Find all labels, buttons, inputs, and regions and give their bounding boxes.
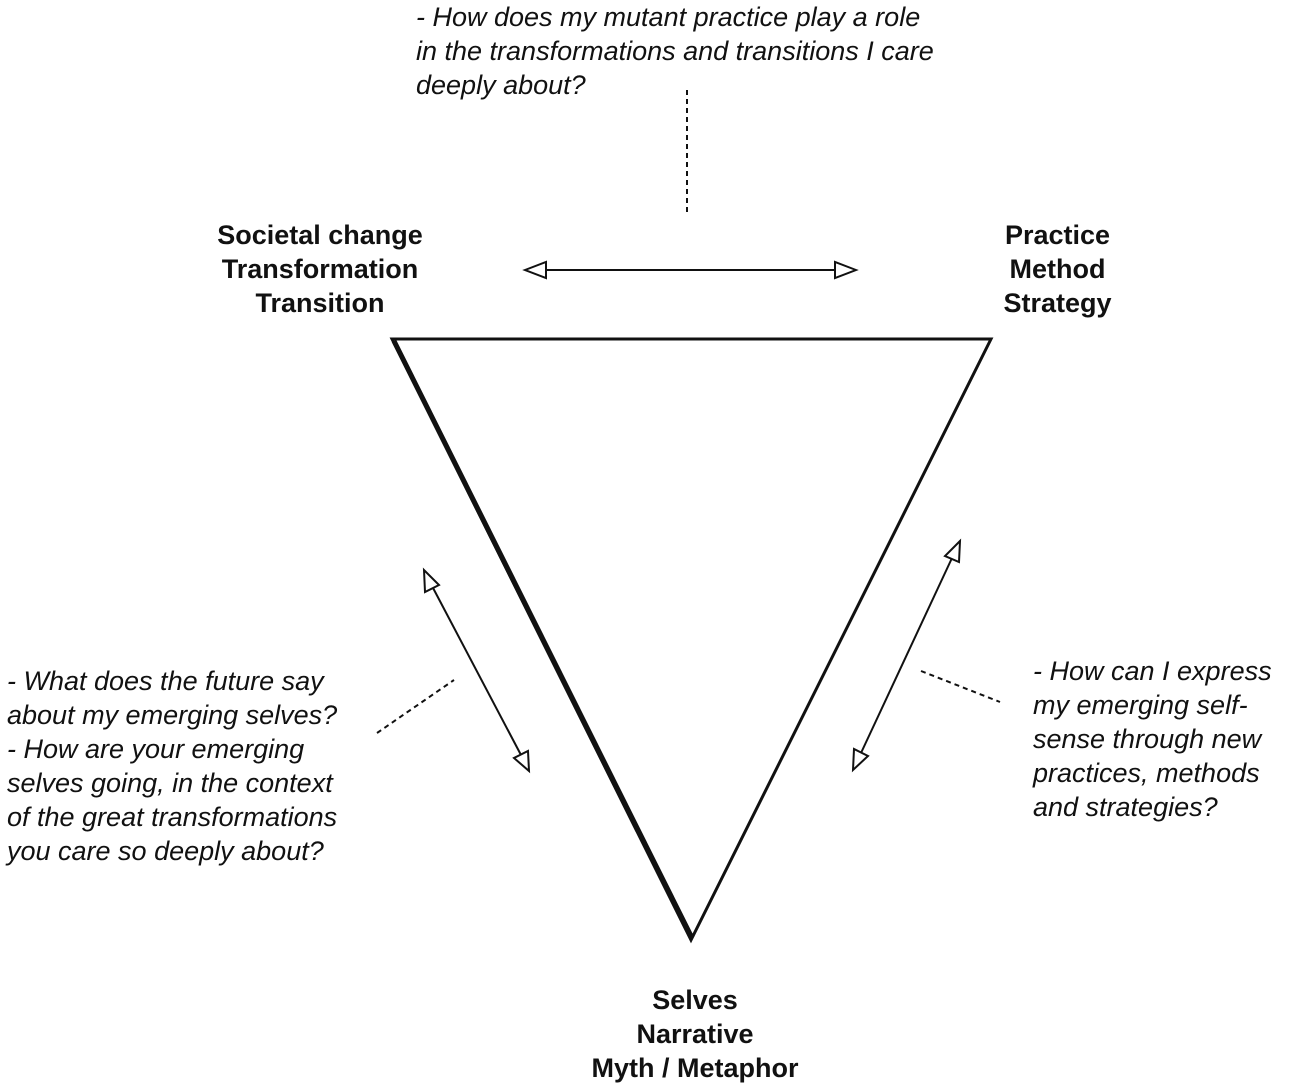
inverted-triangle [389,337,994,944]
left-dashed-connector [376,679,455,734]
note-line: selves going, in the context [7,768,333,798]
right-dashed-connector [920,670,1001,703]
left-arrow-top-head [422,567,441,594]
left-arrow-shaft [431,585,522,756]
note-line: sense through new [1033,724,1262,754]
note-line: - How does my mutant practice play a rol… [416,2,921,32]
vertex-line: Transformation [221,254,419,284]
vertex-label-bottom: Selves Narrative Myth / Metaphor [570,983,820,1085]
top-arrow-right-head [834,260,859,280]
vertex-label-top-right: Practice Method Strategy [990,218,1125,320]
triangle-left-edge-shadow [391,339,695,940]
vertex-line: Selves [652,985,738,1015]
left-arrow-bottom-head [512,749,531,774]
vertex-line: Myth / Metaphor [591,1053,799,1083]
right-arrow-bottom-head [851,747,870,773]
note-line: - How are your emerging [7,734,305,764]
note-line: in the transformations and transitions I… [416,36,934,66]
note-line: - How can I express [1033,656,1272,686]
note-line: my emerging self- [1033,690,1248,720]
vertex-line: Societal change [217,220,423,250]
note-line: deeply about? [416,70,586,100]
note-line: and strategies? [1033,792,1218,822]
note-line: practices, methods [1033,758,1260,788]
vertex-line: Strategy [1003,288,1112,318]
note-line: you care so deeply about? [7,836,324,866]
note-right: - How can I express my emerging self- se… [1033,654,1272,824]
note-left: - What does the future say about my emer… [7,664,337,868]
top-arrow-left-head [522,260,547,280]
note-line: about my emerging selves? [7,700,338,730]
vertex-line: Method [1009,254,1106,284]
vertex-line: Transition [255,288,385,318]
vertex-line: Practice [1004,220,1111,250]
right-arrow-shaft [860,557,953,754]
note-top: - How does my mutant practice play a rol… [416,0,934,102]
note-line: of the great transformations [7,802,338,832]
note-line: - What does the future say [7,666,324,696]
vertex-label-top-left: Societal change Transformation Transitio… [200,218,440,320]
right-arrow-top-head [943,538,962,564]
vertex-line: Narrative [636,1019,754,1049]
